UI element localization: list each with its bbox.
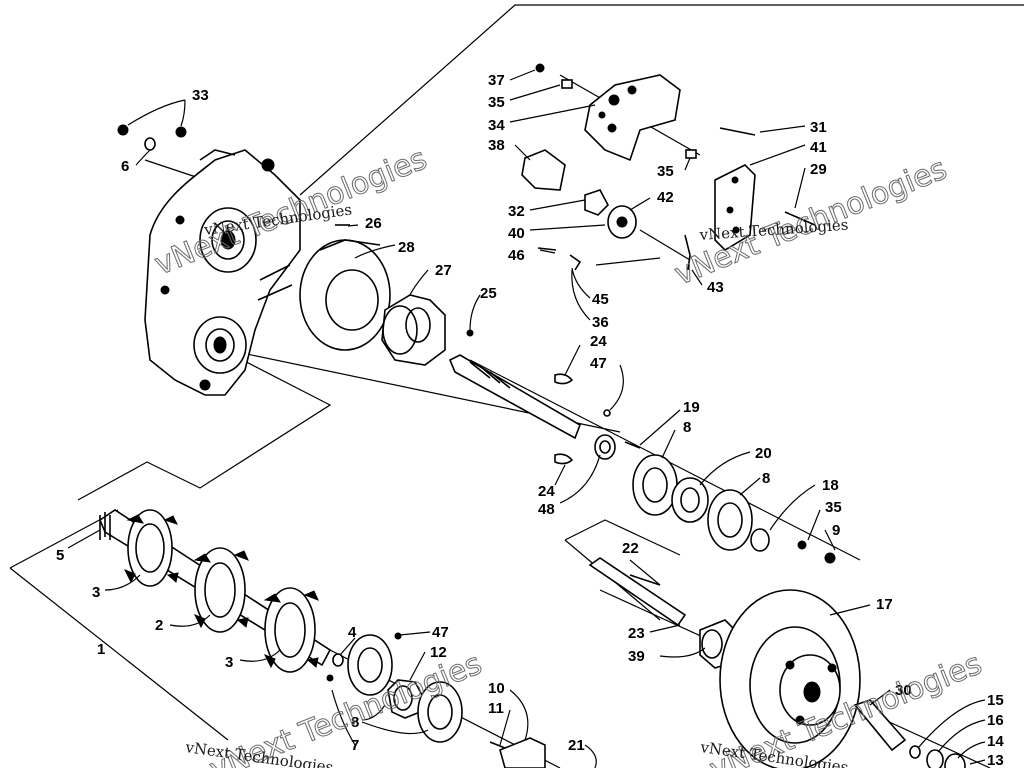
callout-18: 18 [822,477,839,494]
callout-28: 28 [398,239,415,256]
hardware-33-6 [117,124,187,151]
callout-29: 29 [810,161,827,178]
callout-38: 38 [488,137,505,154]
callout-30: 30 [895,682,912,699]
lower-bearing-flanges [347,632,546,768]
callout-11: 11 [488,700,504,717]
hub-27 [381,294,474,366]
callout-26: 26 [365,215,382,232]
callout-47-top: 47 [590,355,607,372]
callout-9: 9 [832,522,840,539]
callout-15: 15 [987,692,1004,709]
bearing-flanges [624,441,836,564]
callout-24-bottom: 24 [538,483,555,500]
callout-36: 36 [592,314,609,331]
callout-3-top: 3 [92,584,100,601]
callout-43: 43 [707,279,724,296]
callout-27: 27 [435,262,452,279]
callout-12: 12 [430,644,447,661]
leader-lines [67,69,986,768]
brake-disc-28 [299,239,391,351]
callout-24-top: 24 [590,333,607,350]
callout-labels: 33 6 26 28 27 25 37 35 34 31 38 35 41 29… [56,72,1004,768]
callout-22: 22 [622,540,639,557]
callout-47-bottom: 47 [432,624,449,641]
callout-14: 14 [987,733,1004,750]
callout-25: 25 [480,285,497,302]
callout-8-c: 8 [351,714,359,731]
callout-8-a: 8 [683,419,691,436]
callout-32: 32 [508,203,525,220]
callout-16: 16 [987,712,1004,729]
callout-23: 23 [628,625,645,642]
callout-33: 33 [192,87,209,104]
callout-4: 4 [348,624,357,641]
assembly-lines [9,4,1024,768]
callout-1: 1 [97,641,105,658]
callout-2: 2 [155,617,163,634]
callout-13: 13 [987,752,1004,768]
callout-41: 41 [810,139,827,156]
callout-42: 42 [657,189,674,206]
callout-19: 19 [683,399,700,416]
callout-17: 17 [876,596,893,613]
callout-35-mid: 35 [825,499,842,516]
sprocket-2 [193,547,249,633]
callout-6: 6 [121,158,129,175]
callout-35-right: 35 [657,163,674,180]
callout-7: 7 [351,737,359,754]
callout-8-b: 8 [762,470,770,487]
sprocket-3-top [123,509,179,587]
chaincase-housing [144,149,301,396]
sprocket-3-bottom [263,587,319,673]
callout-37: 37 [488,72,505,89]
callout-45: 45 [592,291,609,308]
drive-axle-assembly [99,509,344,682]
callout-35-top: 35 [488,94,505,111]
callout-39: 39 [628,648,645,665]
jackshaft [448,354,616,465]
callout-31: 31 [810,119,827,136]
callout-10: 10 [488,680,505,697]
callout-5: 5 [56,547,64,564]
tensioner-brackets [521,63,816,271]
callout-48: 48 [538,501,555,518]
callout-40: 40 [508,225,525,242]
callout-46: 46 [508,247,525,264]
callout-20: 20 [755,445,772,462]
callout-34: 34 [488,117,505,134]
callout-21: 21 [568,737,585,754]
driven-pulley-17 [588,557,966,768]
callout-3-bottom: 3 [225,654,233,671]
